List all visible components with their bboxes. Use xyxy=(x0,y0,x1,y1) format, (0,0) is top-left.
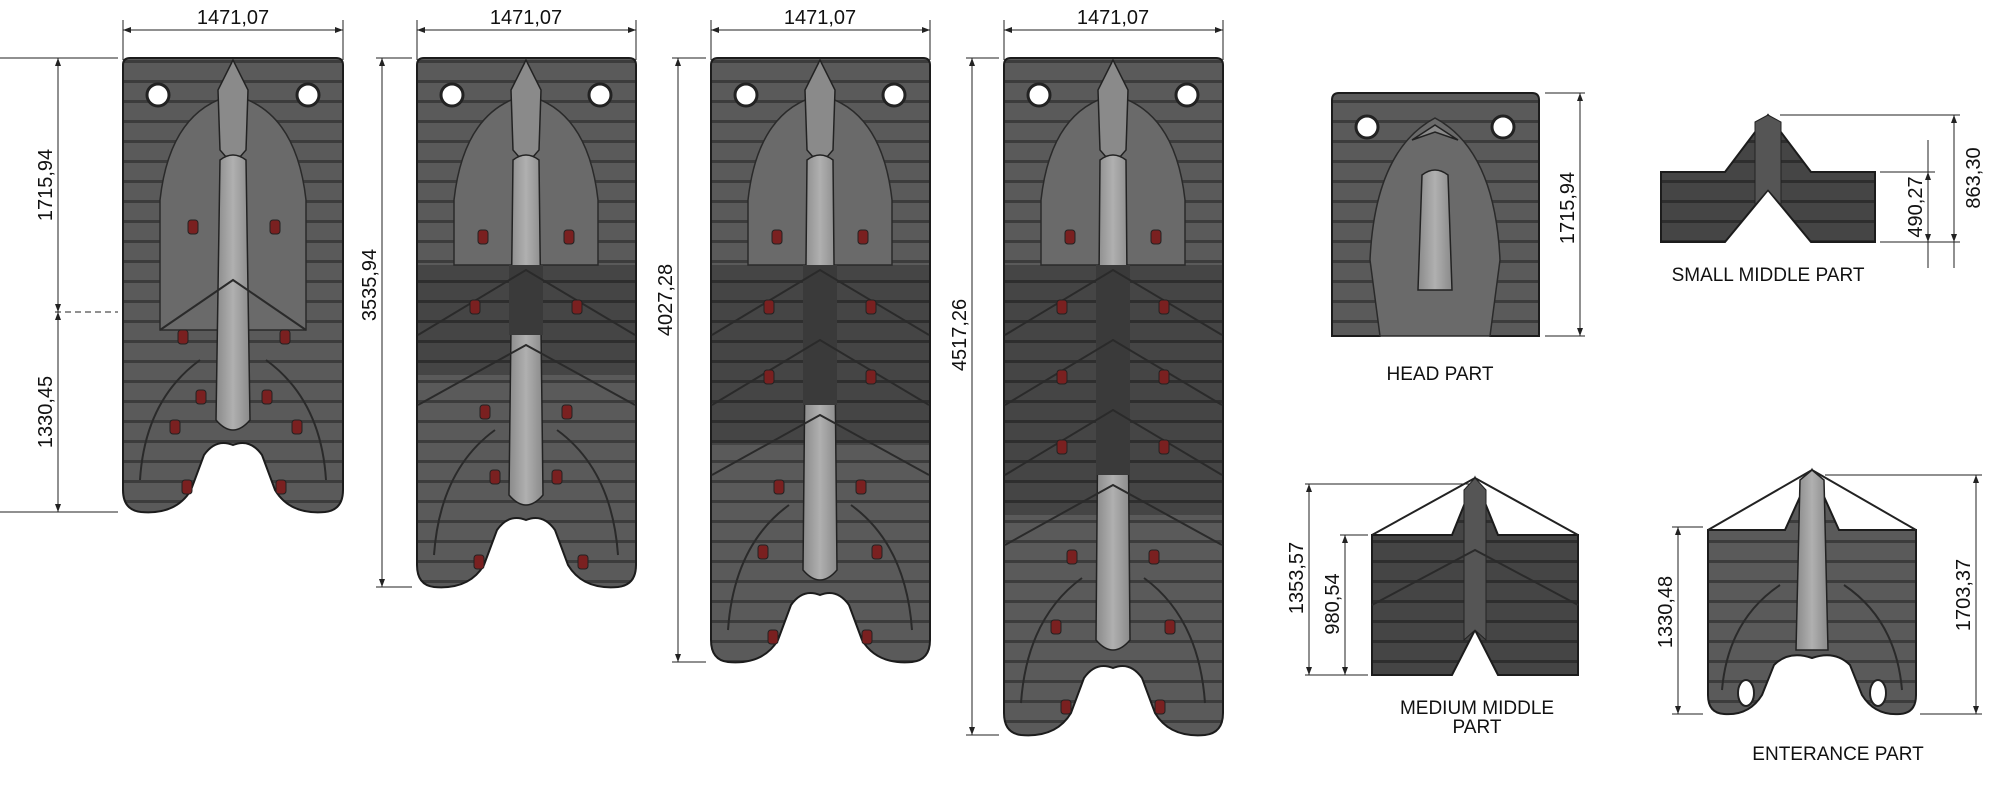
head-part: 1715,94 HEAD PART xyxy=(1331,92,1585,385)
assembly-3-width-label: 1471,07 xyxy=(784,7,856,29)
medium-middle-part-caption-line1: MEDIUM MIDDLE xyxy=(1400,698,1554,719)
entrance-part-caption: ENTERANCE PART xyxy=(1752,744,1924,765)
assembly-3: 1471,07 4027,28 xyxy=(655,7,931,664)
assembly-1-upper-height-label: 1715,94 xyxy=(35,149,57,221)
mooring-hole-icon xyxy=(1354,114,1380,140)
small-middle-part-caption: SMALL MIDDLE PART xyxy=(1672,265,1865,286)
assembly-4-height-label: 4517,26 xyxy=(949,299,971,371)
mooring-hole-icon xyxy=(145,82,171,108)
mooring-hole-icon xyxy=(439,82,465,108)
medium-middle-part-caption-line2: PART xyxy=(1453,717,1502,738)
assembly-4: 1471,07 4517,26 xyxy=(949,7,1224,737)
small-middle-part: 490,27 863,30 SMALL MIDDLE PART xyxy=(1660,113,1985,286)
head-part-caption: HEAD PART xyxy=(1387,364,1494,385)
medium-middle-inner-height-label: 980,54 xyxy=(1322,573,1344,634)
entrance-inner-height-label: 1330,48 xyxy=(1655,576,1677,648)
assembly-2: 1471,07 3535,94 xyxy=(359,7,637,589)
medium-middle-part: 1353,57 980,54 MEDIUM MIDDLE PART xyxy=(1286,475,1579,738)
entrance-part: 1330,48 1703,37 ENTERANCE PART xyxy=(1655,467,1982,765)
head-part-height-label: 1715,94 xyxy=(1557,172,1579,244)
mooring-hole-icon xyxy=(295,82,321,108)
mooring-hole-icon xyxy=(1026,82,1052,108)
assembly-3-height-label: 4027,28 xyxy=(655,264,677,336)
mooring-hole-icon xyxy=(881,82,907,108)
mooring-hole-icon xyxy=(1174,82,1200,108)
small-middle-inner-height-label: 490,27 xyxy=(1905,176,1927,237)
assembly-1: 1471,07 1715,94 1330,45 xyxy=(0,7,344,514)
assembly-4-width-label: 1471,07 xyxy=(1077,7,1149,29)
small-middle-outer-height-label: 863,30 xyxy=(1963,147,1985,208)
mooring-hole-icon xyxy=(587,82,613,108)
assembly-1-lower-height-label: 1330,45 xyxy=(35,376,57,448)
entrance-outer-height-label: 1703,37 xyxy=(1953,559,1975,631)
assembly-1-width-label: 1471,07 xyxy=(197,7,269,29)
assembly-2-width-label: 1471,07 xyxy=(490,7,562,29)
medium-middle-outer-height-label: 1353,57 xyxy=(1286,542,1308,614)
mooring-hole-icon xyxy=(1490,114,1516,140)
assembly-2-height-label: 3535,94 xyxy=(359,249,381,321)
mooring-hole-icon xyxy=(733,82,759,108)
